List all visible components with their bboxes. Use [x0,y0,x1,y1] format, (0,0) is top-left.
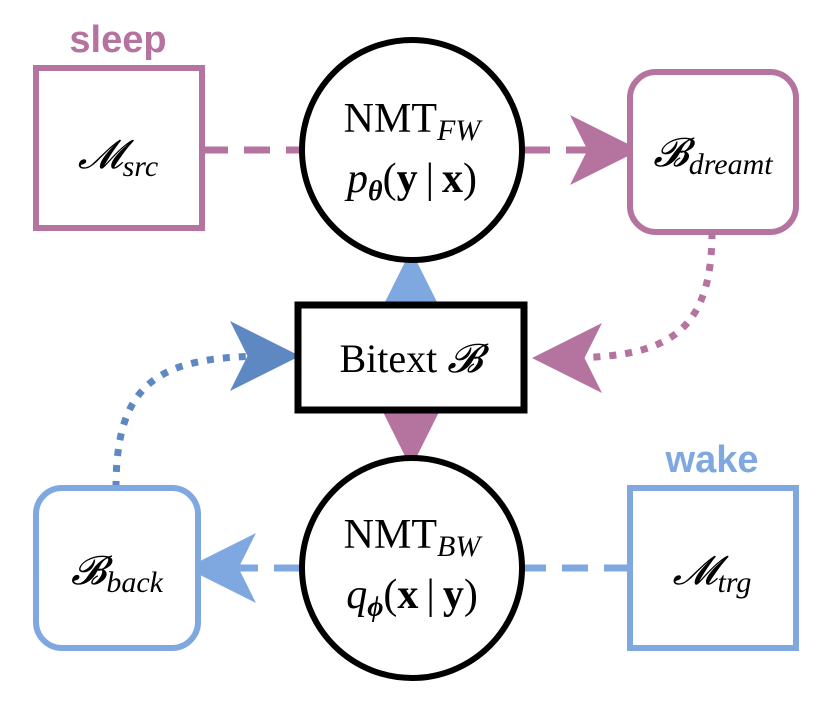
m-src-label: 𝓜src [78,132,158,183]
nmt-bw-formula: qϕ(x|y) [346,572,478,623]
nmt-bw-node [299,455,525,681]
m-src-box [33,65,205,231]
edge-bback-to-bitext [112,321,300,489]
nmt-bw-title: NMTBW [344,512,484,563]
b-back-label: 𝓑back [71,548,164,599]
wake-label: wake [665,439,759,481]
bitext-label: Bitext 𝓑 [339,336,490,382]
nmt-fw-node [299,37,525,263]
bitext-box [294,301,528,414]
nmt-fw-title: NMTFW [344,96,484,147]
nmt-fw-formula: pθ(y|x) [344,156,477,207]
b-back-box [33,485,201,651]
b-dreamt-box [627,69,799,235]
sleep-label: sleep [69,19,166,61]
m-trg-box [627,485,799,651]
edge-bdreamt-to-bitext [532,231,716,393]
